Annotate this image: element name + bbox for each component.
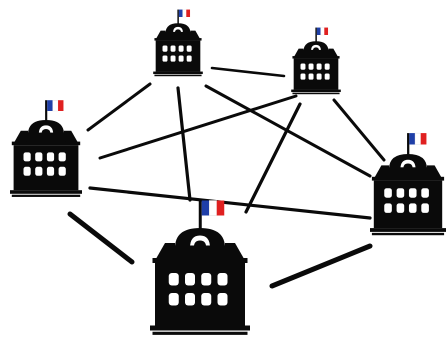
town-hall-right	[370, 132, 446, 236]
edges-layer	[67, 66, 386, 289]
town-hall-icon	[150, 200, 250, 335]
french-flag-icon	[316, 27, 329, 36]
town-hall-icon	[153, 9, 203, 77]
link-top-center-to-top-right	[210, 66, 286, 78]
town-hall-icon	[9, 100, 82, 197]
french-flag-icon	[201, 200, 225, 216]
link-right-to-bottom-center	[269, 243, 373, 289]
town-hall-top-center	[153, 9, 203, 77]
town-hall-bottom-center	[150, 200, 250, 335]
town-hall-icon	[291, 27, 341, 95]
link-left-to-right	[88, 186, 372, 220]
link-top-center-to-left	[86, 82, 152, 132]
link-top-right-to-right	[332, 98, 386, 162]
french-flag-icon	[47, 100, 64, 112]
nodes-layer	[9, 9, 446, 335]
french-flag-icon	[409, 132, 427, 145]
link-top-right-to-left	[98, 94, 298, 160]
link-top-right-to-bottom-center	[244, 102, 302, 214]
town-hall-top-right	[291, 27, 341, 95]
town-hall-icon	[370, 132, 446, 236]
link-top-center-to-bottom-center	[176, 86, 192, 202]
town-hall-left	[9, 100, 82, 197]
link-left-to-bottom-center	[67, 211, 135, 265]
french-flag-icon	[178, 9, 191, 18]
